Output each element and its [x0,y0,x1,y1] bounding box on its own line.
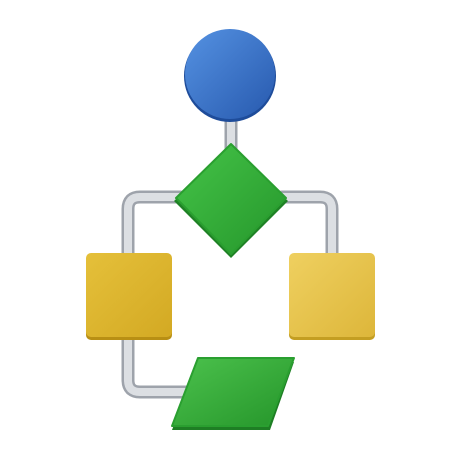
right-process-box-node [289,253,375,340]
io-parallelogram-node [171,357,295,430]
connector-decision-to-left-process [121,190,187,265]
left-process-box-node [86,253,172,340]
start-circle-node [184,29,276,122]
connector-left-process-to-io [121,329,197,399]
connector-decision-to-right-process [275,190,339,265]
connector-lines [121,108,339,399]
decision-diamond-node [174,143,288,258]
